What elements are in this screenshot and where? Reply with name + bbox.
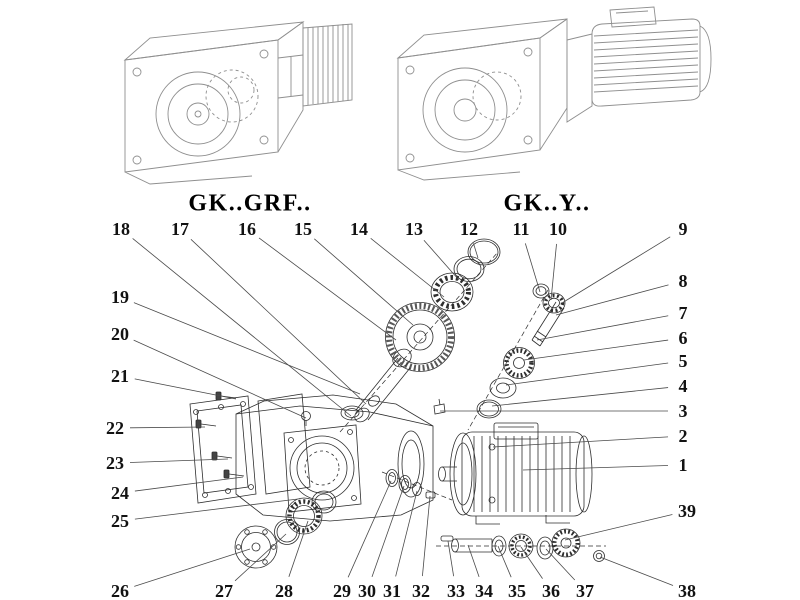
part-number-15: 15	[294, 219, 312, 239]
leader-line-13	[423, 239, 460, 281]
leader-line-16	[258, 237, 397, 341]
model-label-y: GK..Y..	[503, 190, 591, 217]
leader-line-23	[129, 458, 229, 463]
motor-assembled	[566, 6, 712, 123]
leader-line-19	[133, 302, 361, 395]
leader-line-33	[447, 540, 455, 577]
part-number-36: 36	[542, 581, 560, 600]
part-number-29: 29	[333, 581, 351, 600]
leader-line-31	[395, 490, 418, 577]
part-number-24: 24	[111, 483, 129, 503]
part-number-9: 9	[678, 219, 688, 239]
part-number-18: 18	[112, 219, 130, 239]
leader-line-27	[234, 533, 287, 582]
part-number-16: 16	[238, 219, 256, 239]
end-cover	[234, 525, 278, 569]
part-number-35: 35	[508, 581, 526, 600]
leader-line-12	[473, 243, 479, 259]
leader-line-38	[599, 556, 674, 586]
side-flange-plate	[189, 393, 311, 504]
leader-line-30	[371, 485, 405, 577]
leader-line-4	[491, 387, 669, 407]
leader-line-1	[522, 465, 669, 471]
part-number-12: 12	[460, 219, 478, 239]
part-number-38: 38	[678, 581, 696, 600]
part-number-2: 2	[678, 426, 688, 446]
leader-line-8	[555, 284, 669, 316]
part-number-1: 1	[678, 455, 688, 475]
part-number-34: 34	[475, 581, 493, 600]
roller-bearing-set	[274, 490, 337, 545]
part-number-31: 31	[383, 581, 401, 600]
leader-line-36	[520, 546, 543, 579]
leader-line-32	[422, 495, 431, 577]
part-number-14: 14	[350, 219, 368, 239]
part-number-30: 30	[358, 581, 376, 600]
leader-line-11	[524, 243, 541, 293]
leader-line-37	[545, 548, 576, 581]
leader-line-26	[134, 548, 251, 587]
leader-line-18	[132, 238, 352, 417]
part-number-10: 10	[549, 219, 567, 239]
center-axes	[339, 251, 606, 547]
part-number-4: 4	[678, 376, 688, 396]
big-gear	[385, 302, 455, 372]
leader-line-2	[492, 436, 669, 448]
assembled-view-y	[396, 6, 712, 181]
leader-line-34	[467, 544, 480, 577]
model-label-grf: GK..GRF..	[188, 190, 312, 217]
part-number-6: 6	[678, 328, 688, 348]
leader-line-22	[129, 426, 206, 429]
part-number-28: 28	[275, 581, 293, 600]
leader-line-39	[564, 514, 673, 541]
part-number-7: 7	[678, 303, 688, 323]
leader-line-25	[134, 498, 299, 520]
exploded-view	[189, 238, 606, 569]
leader-line-9	[561, 236, 671, 304]
electric-motor	[438, 422, 593, 525]
leader-line-14	[370, 238, 445, 298]
part-number-3: 3	[678, 401, 688, 421]
part-number-32: 32	[412, 581, 430, 600]
leader-line-29	[347, 480, 392, 578]
leader-line-10	[550, 243, 557, 301]
part-number-37: 37	[576, 581, 594, 600]
part-number-17: 17	[171, 219, 189, 239]
retaining-rings	[453, 238, 501, 282]
leader-line-17	[190, 238, 367, 405]
part-number-39: 39	[678, 501, 696, 521]
part-number-25: 25	[111, 511, 129, 531]
part-number-8: 8	[678, 271, 688, 291]
part-number-13: 13	[405, 219, 423, 239]
part-number-11: 11	[512, 219, 530, 239]
leader-line-21	[134, 378, 237, 400]
part-number-27: 27	[215, 581, 233, 600]
leader-line-24	[134, 476, 244, 492]
gear-housing	[235, 394, 446, 522]
taper-bearing	[430, 272, 474, 312]
leader-line-15	[314, 238, 414, 326]
part-number-21: 21	[111, 366, 129, 386]
leader-line-7	[536, 315, 669, 341]
part-number-33: 33	[447, 581, 465, 600]
part-number-26: 26	[111, 581, 129, 600]
output-shaft-parts	[440, 528, 605, 562]
part-number-19: 19	[111, 287, 129, 307]
leader-line-20	[133, 339, 307, 419]
part-number-22: 22	[106, 418, 124, 438]
part-number-20: 20	[111, 324, 129, 344]
assembled-view-grf	[123, 21, 353, 185]
leader-line-28	[288, 520, 309, 577]
leader-line-5	[505, 362, 669, 386]
coupling-parts	[385, 469, 436, 499]
part-number-23: 23	[106, 453, 124, 473]
leader-line-6	[523, 339, 669, 361]
leader-line-35	[497, 545, 512, 578]
part-number-5: 5	[678, 351, 688, 371]
